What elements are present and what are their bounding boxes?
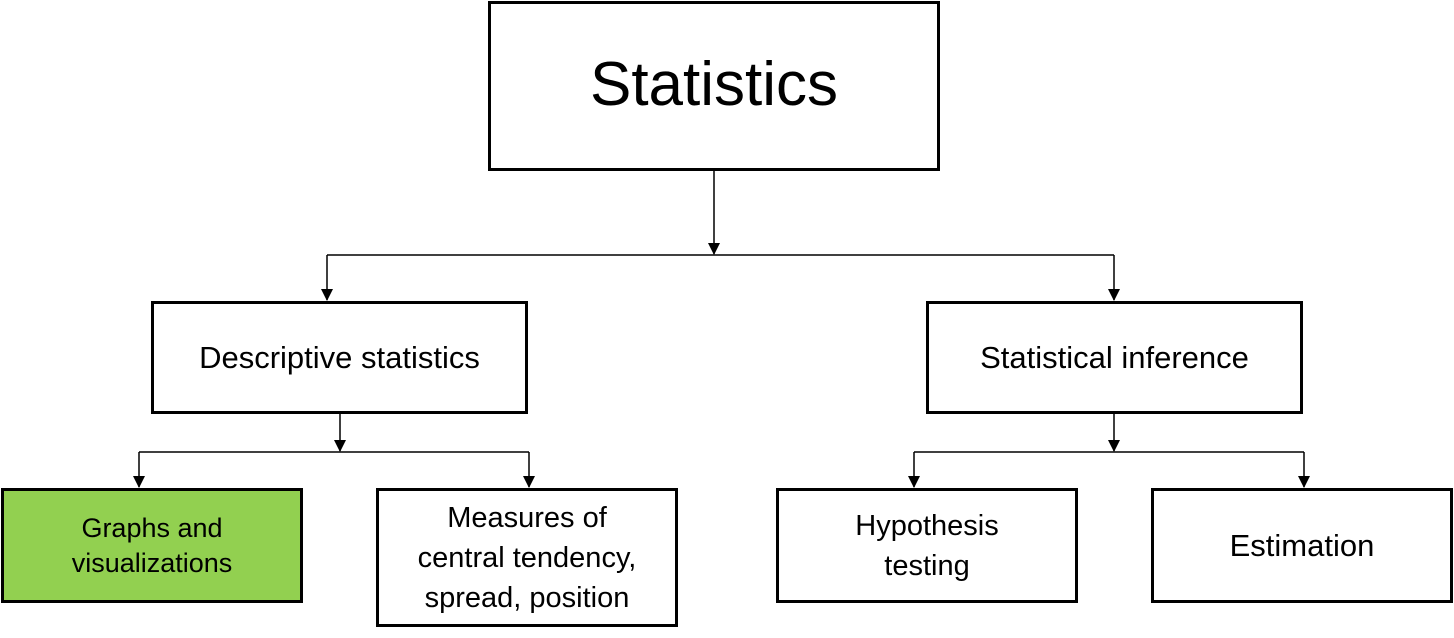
node-hypothesis-label: Hypothesis testing	[855, 509, 999, 582]
node-statistical-inference-label: Statistical inference	[980, 339, 1249, 375]
node-measures: Measures of central tendency, spread, po…	[376, 488, 678, 627]
node-measures-label: Measures of central tendency, spread, po…	[417, 501, 637, 614]
root-node-label: Statistics	[589, 49, 839, 119]
node-hypothesis-testing: Hypothesis testing	[776, 488, 1078, 603]
node-estimation: Estimation	[1151, 488, 1453, 603]
node-estimation-label: Estimation	[1229, 527, 1375, 563]
node-descriptive-statistics: Descriptive statistics	[151, 301, 528, 414]
node-descriptive-statistics-label: Descriptive statistics	[199, 339, 480, 375]
root-node-statistics: Statistics	[488, 1, 940, 171]
node-statistical-inference: Statistical inference	[926, 301, 1303, 414]
node-graphs-and-visualizations: Graphs and visualizations	[1, 488, 303, 603]
node-graphs-label: Graphs and visualizations	[71, 512, 233, 578]
